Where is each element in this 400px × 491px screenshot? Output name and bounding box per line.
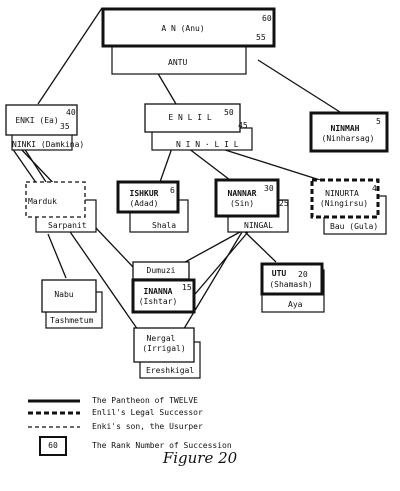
label-adad: (Adad) [129, 199, 159, 208]
consort-tashmetum: Tashmetum [50, 316, 94, 325]
label-nannar: NANNAR [227, 189, 257, 198]
box-ninurta [310, 178, 380, 219]
box-ishkur [116, 180, 180, 214]
rank-anu: 60 [262, 14, 272, 23]
consort-bau: Bau (Gula) [330, 222, 379, 231]
label-ishtar: (Ishtar) [138, 297, 178, 306]
consort-ningal: NINGAL [244, 221, 273, 230]
rank-ninki: 35 [60, 122, 70, 131]
box-marduk [25, 181, 86, 218]
box-utu [260, 262, 324, 296]
box-nannar [214, 178, 280, 218]
label-irrigal: (Irrigal) [142, 344, 186, 353]
box-anu [101, 7, 276, 48]
rank-enlil: 50 [224, 108, 234, 117]
label-anu: A N (Anu) [161, 24, 205, 33]
rank-nannar: 30 [264, 184, 274, 193]
label-ninmah: NINMAH [330, 124, 360, 133]
rank-antu: 55 [256, 33, 266, 42]
box-enlil [144, 103, 241, 133]
box-ninmah [309, 111, 389, 153]
label-nergal: Nergal [146, 334, 176, 343]
rank-ninurta: 4 [372, 184, 377, 193]
label-utu: UTU [271, 269, 287, 278]
consort-box-antu [111, 45, 247, 75]
legend-successor: Enlil's Legal Successor [92, 408, 203, 417]
line-nannar-utu [244, 231, 277, 263]
consort-ninki: NINKI (Damkina) [12, 140, 85, 149]
label-inanna: INANNA [143, 287, 173, 296]
line-enki-marduk [23, 147, 47, 183]
rank-ninlil: 45 [238, 121, 248, 130]
legend-twelve: The Pantheon of TWELVE [92, 396, 198, 405]
box-nabu [41, 279, 97, 313]
line-enki-nergal [11, 147, 139, 331]
line-nannar-nergal [175, 231, 243, 343]
rank-ningal: 25 [279, 199, 289, 208]
legend-rank-text: The Rank Number of Succession [92, 441, 232, 450]
rank-ninmah: 5 [376, 117, 381, 126]
consort-sarpanit: Sarpanit [48, 221, 87, 230]
consort-shala: Shala [152, 221, 177, 230]
box-nergal [133, 327, 195, 363]
label-marduk: Marduk [28, 197, 57, 206]
deity-boxes [5, 7, 389, 363]
legend-rank-box-number: 60 [48, 441, 58, 450]
line-anu-ninmah [257, 59, 341, 113]
line-marduk-nabu [47, 233, 67, 279]
consort-ereshkigal: Ereshkigal [146, 366, 195, 375]
box-enki [5, 104, 78, 136]
consort-ninlil: N I N · L I L [176, 140, 239, 149]
label-enlil: E N L I L [168, 113, 212, 122]
label-ishkur: ISHKUR [129, 189, 159, 198]
line-anu-enki [37, 7, 103, 105]
label-ninurta: NINURTA [325, 189, 359, 198]
rank-ishkur: 6 [170, 186, 175, 195]
legend-usurper: Enki's son, the Usurper [92, 422, 203, 431]
line-nannar-inanna-2 [189, 231, 249, 301]
legend-graphics [28, 399, 80, 456]
consort-antu: ANTU [168, 58, 188, 67]
label-nabu: Nabu [54, 290, 74, 299]
label-dumuzi: Dumuzi [146, 266, 176, 275]
figure-caption: Figure 20 [162, 449, 238, 467]
legend-rank-box [39, 436, 67, 456]
rank-utu: 20 [298, 270, 308, 279]
box-inanna [131, 278, 196, 314]
label-enki: ENKI (Ea) [15, 116, 59, 125]
label-sin: (Sin) [229, 199, 255, 208]
line-enlil-ishkur [159, 147, 173, 183]
consort-aya: Aya [288, 300, 303, 309]
rank-inanna: 15 [182, 283, 192, 292]
label-ninharsag: (Ninharsag) [321, 134, 375, 143]
label-shamash: (Shamash) [269, 280, 313, 289]
line-enlil-nannar [187, 147, 231, 181]
label-ningirsu: (Ningirsu) [319, 199, 369, 208]
rank-enki: 40 [66, 108, 76, 117]
